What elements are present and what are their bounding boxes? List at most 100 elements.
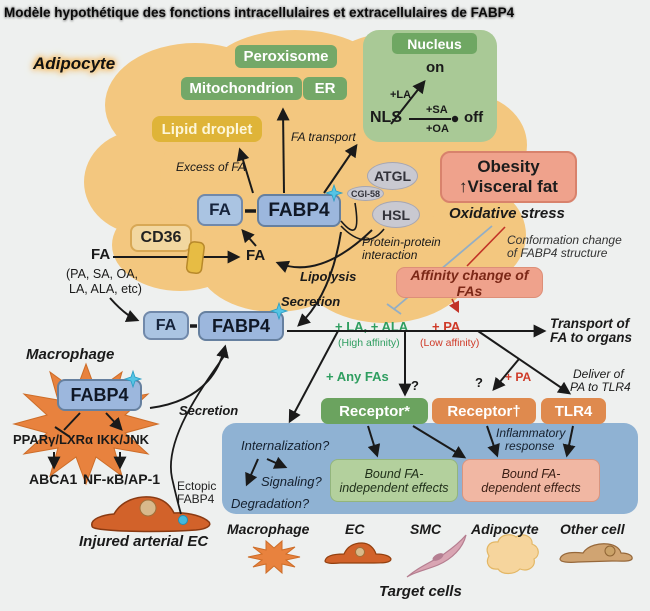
ectopic-line2: FABP4 (177, 492, 215, 506)
injured-ec-label: Injured arterial EC (79, 533, 209, 550)
high-affinity-note: (High affinity) (338, 337, 400, 349)
line-oxidative-to-affinity (466, 226, 506, 267)
tlr4-box: TLR4 (541, 398, 606, 424)
curve-lipolysis-to-fa (275, 229, 373, 273)
deliver-line2: PA to TLR4 (570, 380, 631, 394)
free-fa-detail2: LA, ALA, etc) (69, 282, 142, 296)
target-cell-label-other: Other cell (560, 521, 625, 537)
fa-free-inside-label: FA (246, 247, 266, 264)
deliver-line1: Deliver of (573, 367, 624, 381)
affinity-change-box: Affinity change of FAs (396, 267, 543, 299)
macrophage-cell-icon (247, 539, 301, 575)
ec-cell-icon (324, 542, 392, 564)
obesity-box: Obesity ↑Visceral fat (440, 151, 577, 203)
diagram-title: Modèle hypothétique des fonctions intrac… (4, 5, 515, 20)
adipocyte-label: Adipocyte (33, 54, 116, 73)
inhibit-fabp4-ppar (63, 412, 81, 431)
question-receptor-b: ? (475, 375, 483, 390)
arrow-fabp4-ikk (105, 412, 123, 431)
oxidative-stress-label: Oxidative stress (449, 205, 565, 222)
fa-transport-label: FA transport (291, 130, 356, 144)
target-cells-label: Target cells (379, 583, 462, 600)
curve-protein-interaction-cgi58 (340, 202, 358, 231)
transport-line2: FA to organs (550, 330, 633, 345)
high-affinity-fas-label: + LA, + ALA (335, 319, 409, 334)
excess-of-fa-label: Excess of FA (176, 160, 246, 174)
degradation-label: Degradation? (231, 496, 310, 511)
question-receptor-a: ? (411, 378, 419, 393)
er-box: ER (303, 77, 347, 100)
fa-independent-effects-box: Bound FA- independent effects (330, 459, 458, 502)
secretion-adipocyte-label: Secretion (281, 294, 341, 309)
nucleus-off-label: off (464, 109, 484, 126)
arrow-affinity-to-pa (448, 298, 460, 314)
target-cell-label-ec: EC (345, 521, 365, 537)
fabp4-box-intracellular: FABP4 (257, 194, 341, 227)
fa-independent-line1: Bound FA- (364, 466, 424, 481)
fa-dependent-line2: dependent effects (481, 480, 581, 495)
target-cell-label-smc: SMC (410, 521, 442, 537)
conformation-line2: of FABP4 structure (507, 246, 608, 260)
macrophage-label: Macrophage (26, 346, 115, 363)
arrow-fa-transport-to-nucleus (323, 143, 358, 194)
cd36-box: CD36 (130, 224, 192, 252)
signaling-label: Signaling? (261, 474, 322, 489)
obesity-line1: Obesity (477, 157, 540, 176)
fa-box-extracellular: FA (143, 311, 189, 340)
protein-protein-line1: Protein-protein (362, 235, 441, 249)
arrow-fa-up-to-complex (241, 229, 257, 247)
fabp4-box-macrophage: FABP4 (57, 379, 142, 411)
ectopic-line1: Ectopic (177, 479, 217, 493)
atgl-ellipse: ATGL (367, 162, 418, 190)
lipid-droplet-box: Lipid droplet (152, 116, 262, 142)
ec-nucleus (355, 547, 365, 557)
abca1-label: ABCA1 (29, 471, 78, 487)
fa-box-intracellular: FA (197, 194, 243, 226)
low-affinity-pa-label: + PA (432, 319, 461, 334)
adipocyte-cell-icon (486, 534, 539, 575)
nucleus-plus-la: +LA (390, 89, 412, 101)
free-fa-detail1: (PA, SA, OA, (66, 267, 139, 281)
transport-line1: Transport of (550, 316, 630, 331)
nucleus-plus-oa: +OA (426, 123, 449, 135)
peroxisome-box: Peroxisome (235, 45, 337, 68)
injured-ec-nucleus (139, 499, 157, 517)
nucleus-on-label: on (426, 59, 445, 76)
fa-dependent-effects-box: Bound FA- dependent effects (462, 459, 600, 502)
other-cell-nucleus (604, 545, 616, 557)
smc-nucleus (432, 553, 444, 561)
receptor-a-box: Receptor* (321, 398, 428, 424)
smc-cell-icon (406, 534, 467, 578)
secretion-macrophage-label: Secretion (179, 403, 239, 418)
mitochondrion-box: Mitochondrion (181, 77, 302, 100)
lipolysis-label: Lipolysis (300, 269, 357, 284)
receptor-b-box: Receptor† (432, 398, 536, 424)
free-fa-label: FA (91, 246, 111, 263)
conformation-line1: Conformation change (507, 233, 622, 247)
protein-protein-line2: interaction (362, 248, 418, 262)
ikk-jnk-label: IKK/JNK (97, 432, 150, 447)
any-fas-label: + Any FAs (326, 369, 389, 384)
curve-free-fa-to-complex (109, 297, 140, 322)
nfkb-ap1-label: NF-κB/AP-1 (83, 471, 161, 487)
inflammatory-line1: Inflammatory (496, 426, 566, 440)
obesity-line2: ↑Visceral fat (459, 177, 558, 196)
fa-independent-line2: independent effects (339, 480, 449, 495)
target-cell-label-adipocyte: Adipocyte (471, 521, 539, 537)
ectopic-fabp4-dot (178, 515, 188, 525)
target-cell-label-macrophage: Macrophage (227, 521, 310, 537)
inflammatory-line2: response (505, 439, 555, 453)
fa-dependent-line1: Bound FA- (501, 466, 561, 481)
plus-pa-branch-label: + PA (505, 370, 532, 384)
low-affinity-note: (Low affinity) (420, 337, 480, 349)
nucleus-box: Nucleus (392, 33, 477, 54)
ppar-lxr-label: PPARγ/LXRα (13, 432, 93, 447)
nucleus-nls-label: NLS (370, 109, 402, 126)
fabp4-box-extracellular: FABP4 (198, 311, 284, 341)
arrow-fa-to-mitochondrion (276, 107, 290, 194)
cgi58-ellipse: CGI-58 (347, 186, 384, 201)
hsl-ellipse: HSL (372, 201, 420, 228)
other-cell-icon (559, 543, 633, 563)
internalization-label: Internalization? (241, 438, 330, 453)
